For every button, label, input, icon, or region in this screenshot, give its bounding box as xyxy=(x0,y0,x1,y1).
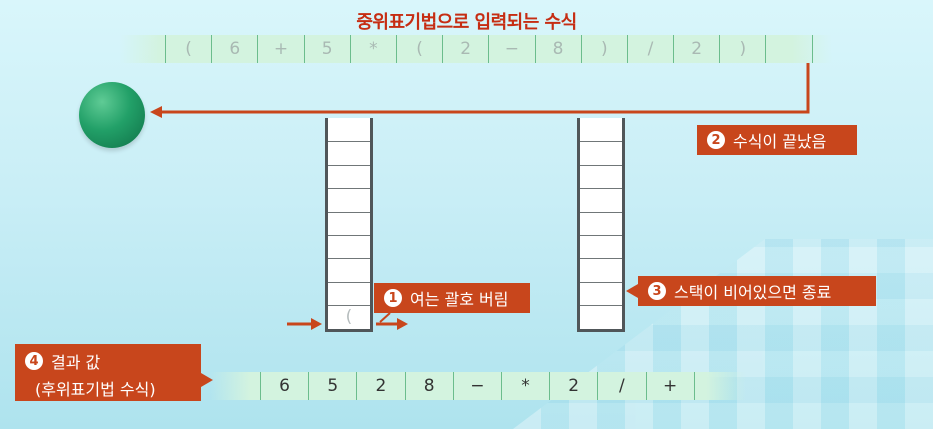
end-of-input-arrowhead xyxy=(150,106,162,118)
stack-slot xyxy=(328,258,370,281)
green-ball-icon xyxy=(79,82,145,148)
infix-token: 2 xyxy=(443,35,490,63)
callout-subtext: (후위표기법 수식) xyxy=(35,380,156,399)
infix-token: ) xyxy=(582,35,628,63)
callout-input-ended: 2 수식이 끝났음 xyxy=(697,125,857,155)
stack-slot xyxy=(580,118,622,141)
stack-slot xyxy=(580,305,622,328)
postfix-token: / xyxy=(598,372,647,400)
postfix-token: 8 xyxy=(406,372,454,400)
infix-token: + xyxy=(258,35,305,63)
stack-slot xyxy=(580,281,622,305)
postfix-token: * xyxy=(502,372,551,400)
callout-discard-paren: 1 여는 괄호 버림 xyxy=(374,283,530,313)
infix-token: 2 xyxy=(674,35,721,63)
postfix-token: + xyxy=(647,372,695,400)
callout-result: 4 결과 값 (후위표기법 수식) xyxy=(15,344,213,401)
infix-token: 5 xyxy=(305,35,351,63)
stack-slot xyxy=(328,234,370,258)
push-arrowhead xyxy=(311,318,322,330)
infix-expression: ( 6 + 5 * ( 2 − 8 ) / 2 ) xyxy=(165,35,813,63)
stack-slot xyxy=(328,164,370,188)
infix-token xyxy=(766,35,813,63)
infix-token: 6 xyxy=(212,35,259,63)
stack-slot: ( xyxy=(328,305,370,328)
postfix-token: 6 xyxy=(261,372,310,400)
postfix-expression: 6 5 2 8 − * 2 / + xyxy=(260,372,695,400)
step-number-badge: 3 xyxy=(648,282,666,300)
operator-stack: ( xyxy=(325,118,373,332)
stack-slot xyxy=(580,211,622,235)
stack-slot xyxy=(328,211,370,235)
infix-token: ( xyxy=(166,35,213,63)
postfix-token: 5 xyxy=(309,372,358,400)
stack-slot xyxy=(580,234,622,258)
callout-pointer xyxy=(379,312,391,323)
callout-stack-empty-end: 3 스택이 비어있으면 종료 xyxy=(626,276,876,306)
infix-token: * xyxy=(351,35,397,63)
callout-text: 스택이 비어있으면 종료 xyxy=(674,283,832,302)
stack-slot xyxy=(328,281,370,305)
callout-text: 결과 값 xyxy=(51,353,101,372)
step-number-badge: 2 xyxy=(707,131,725,149)
callout-text: 여는 괄호 버림 xyxy=(410,290,509,309)
infix-token: / xyxy=(628,35,675,63)
infix-strip xyxy=(120,35,832,63)
stack-slot xyxy=(328,141,370,164)
infix-token: − xyxy=(489,35,536,63)
stack-slot xyxy=(580,258,622,281)
stack-slot xyxy=(580,141,622,164)
stack-slot xyxy=(580,188,622,211)
postfix-token: − xyxy=(454,372,502,400)
postfix-token: 2 xyxy=(357,372,406,400)
stack-slot xyxy=(580,164,622,188)
end-of-input-arrow xyxy=(158,63,810,114)
empty-stack xyxy=(577,118,625,332)
step-number-badge: 4 xyxy=(25,352,43,370)
postfix-strip xyxy=(210,372,746,400)
infix-token: ) xyxy=(720,35,767,63)
diagram-title: 중위표기법으로 입력되는 수식 xyxy=(356,12,577,33)
postfix-token: 2 xyxy=(550,372,599,400)
pop-arrowhead xyxy=(397,318,408,330)
stack-slot xyxy=(328,118,370,141)
stack-slot xyxy=(328,188,370,211)
step-number-badge: 1 xyxy=(384,289,402,307)
callout-text: 수식이 끝났음 xyxy=(733,132,827,151)
infix-token: ( xyxy=(397,35,444,63)
infix-token: 8 xyxy=(536,35,582,63)
